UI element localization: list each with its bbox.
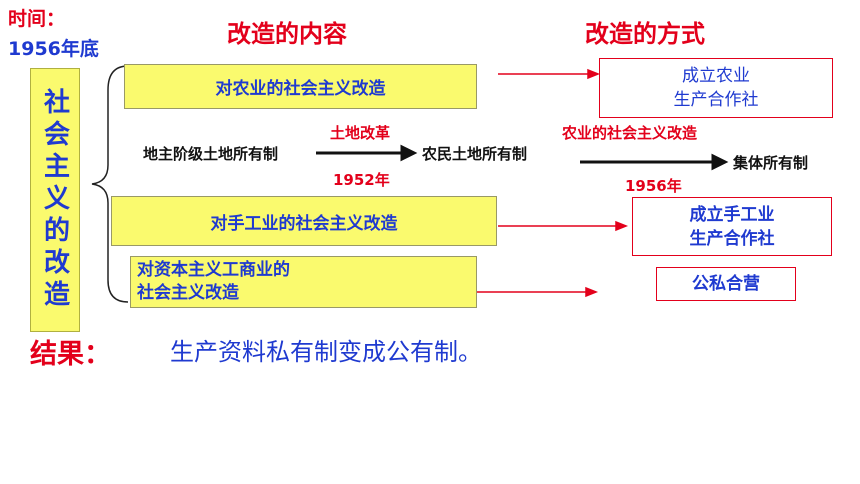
content-handicraft: 对手工业的社会主义改造	[210, 213, 398, 234]
curly-brace	[91, 65, 129, 303]
time-value: 1956年底	[8, 38, 99, 60]
method-column-header: 改造的方式	[585, 20, 705, 48]
content-capitalist-box: 对资本主义工商业的 社会主义改造	[130, 256, 477, 308]
flow-agri-reform: 农业的社会主义改造	[562, 124, 698, 142]
method-handicraft-box: 成立手工业 生产合作社	[632, 197, 832, 256]
result-label: 结果：	[30, 339, 111, 370]
flow-peasant: 农民土地所有制	[422, 145, 528, 163]
flow-year-1956: 1956年	[625, 177, 682, 195]
method-agriculture-line1: 成立农业	[682, 66, 750, 86]
flow-collective: 集体所有制	[733, 154, 809, 172]
main-title: 社会主义的改造	[39, 88, 70, 312]
content-handicraft-box: 对手工业的社会主义改造	[111, 196, 497, 246]
method-agriculture-box: 成立农业 生产合作社	[599, 58, 833, 118]
content-agriculture: 对农业的社会主义改造	[215, 79, 386, 99]
content-agriculture-box: 对农业的社会主义改造	[124, 64, 477, 109]
flow-landlord: 地主阶级土地所有制	[143, 145, 279, 163]
main-title-box: 社会主义的改造	[30, 68, 80, 332]
result-text: 生产资料私有制变成公有制。	[170, 338, 482, 366]
time-label: 时间：	[8, 8, 66, 30]
flow-year-1952: 1952年	[333, 171, 390, 189]
content-column-header: 改造的内容	[227, 20, 347, 48]
flow-land-reform: 土地改革	[330, 124, 391, 142]
content-capitalist-line2: 社会主义改造	[137, 283, 239, 303]
method-capitalist-box: 公私合营	[656, 267, 796, 301]
method-handicraft-line2: 生产合作社	[689, 228, 775, 249]
method-handicraft-line1: 成立手工业	[689, 204, 775, 225]
content-capitalist-line1: 对资本主义工商业的	[137, 260, 290, 280]
method-capitalist: 公私合营	[692, 274, 760, 294]
method-agriculture-line2: 生产合作社	[673, 90, 759, 110]
